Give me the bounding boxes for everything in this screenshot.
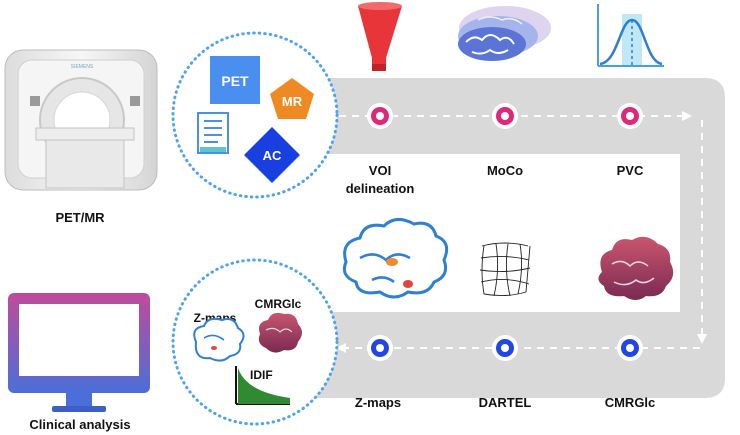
output-dotted-circle — [171, 258, 339, 426]
brain-outline-icon — [193, 317, 245, 362]
pet-label: PET — [221, 73, 249, 89]
voi-label-line1: VOI — [369, 163, 391, 178]
mr-pentagon-icon — [270, 78, 314, 119]
bottom-node-dartel — [492, 335, 518, 361]
gaussian-curve-icon — [597, 4, 664, 67]
voi-label-line2: delineation — [346, 181, 415, 196]
right-flow-arrowhead — [697, 334, 707, 344]
brain-zmap-icon — [342, 218, 449, 299]
idif-curve-icon — [235, 366, 290, 405]
deformation-grid-icon — [479, 242, 531, 297]
cmrglc-output-label: CMRGlc — [255, 297, 302, 311]
pet-square-icon — [210, 56, 260, 104]
top-node-pvc — [617, 103, 643, 129]
bottom-node-cmrglc — [617, 335, 643, 361]
brain-filled-icon — [258, 312, 302, 353]
ac-diamond-icon — [244, 127, 300, 183]
bottom-flow-arrowhead — [336, 343, 346, 353]
monitor-icon — [8, 293, 150, 412]
voi-vessel-icon — [358, 2, 402, 71]
moco-label: MoCo — [487, 163, 523, 178]
pipeline-track — [250, 78, 725, 398]
brain-motion-icon — [458, 6, 551, 61]
scanner-brand: SIEMENS — [71, 64, 94, 70]
top-flow-arrowhead — [682, 111, 692, 121]
pvc-label: PVC — [617, 163, 644, 178]
ac-label: AC — [263, 148, 282, 163]
brain-cmrglc-icon — [598, 236, 674, 300]
cmrglc-step-label: CMRGlc — [605, 395, 656, 410]
pet-mr-label: PET/MR — [55, 210, 105, 225]
dartel-step-label: DARTEL — [479, 395, 532, 410]
idif-label: IDIF — [250, 368, 273, 382]
top-node-moco — [492, 103, 518, 129]
document-icon — [197, 112, 229, 154]
zmaps-step-label: Z-maps — [355, 395, 401, 410]
top-node-voi — [367, 103, 393, 129]
mr-label: MR — [282, 94, 303, 109]
bottom-node-zmaps — [367, 335, 393, 361]
pet-mr-scanner-icon: SIEMENS — [4, 49, 158, 191]
clinical-analysis-label: Clinical analysis — [29, 417, 130, 432]
